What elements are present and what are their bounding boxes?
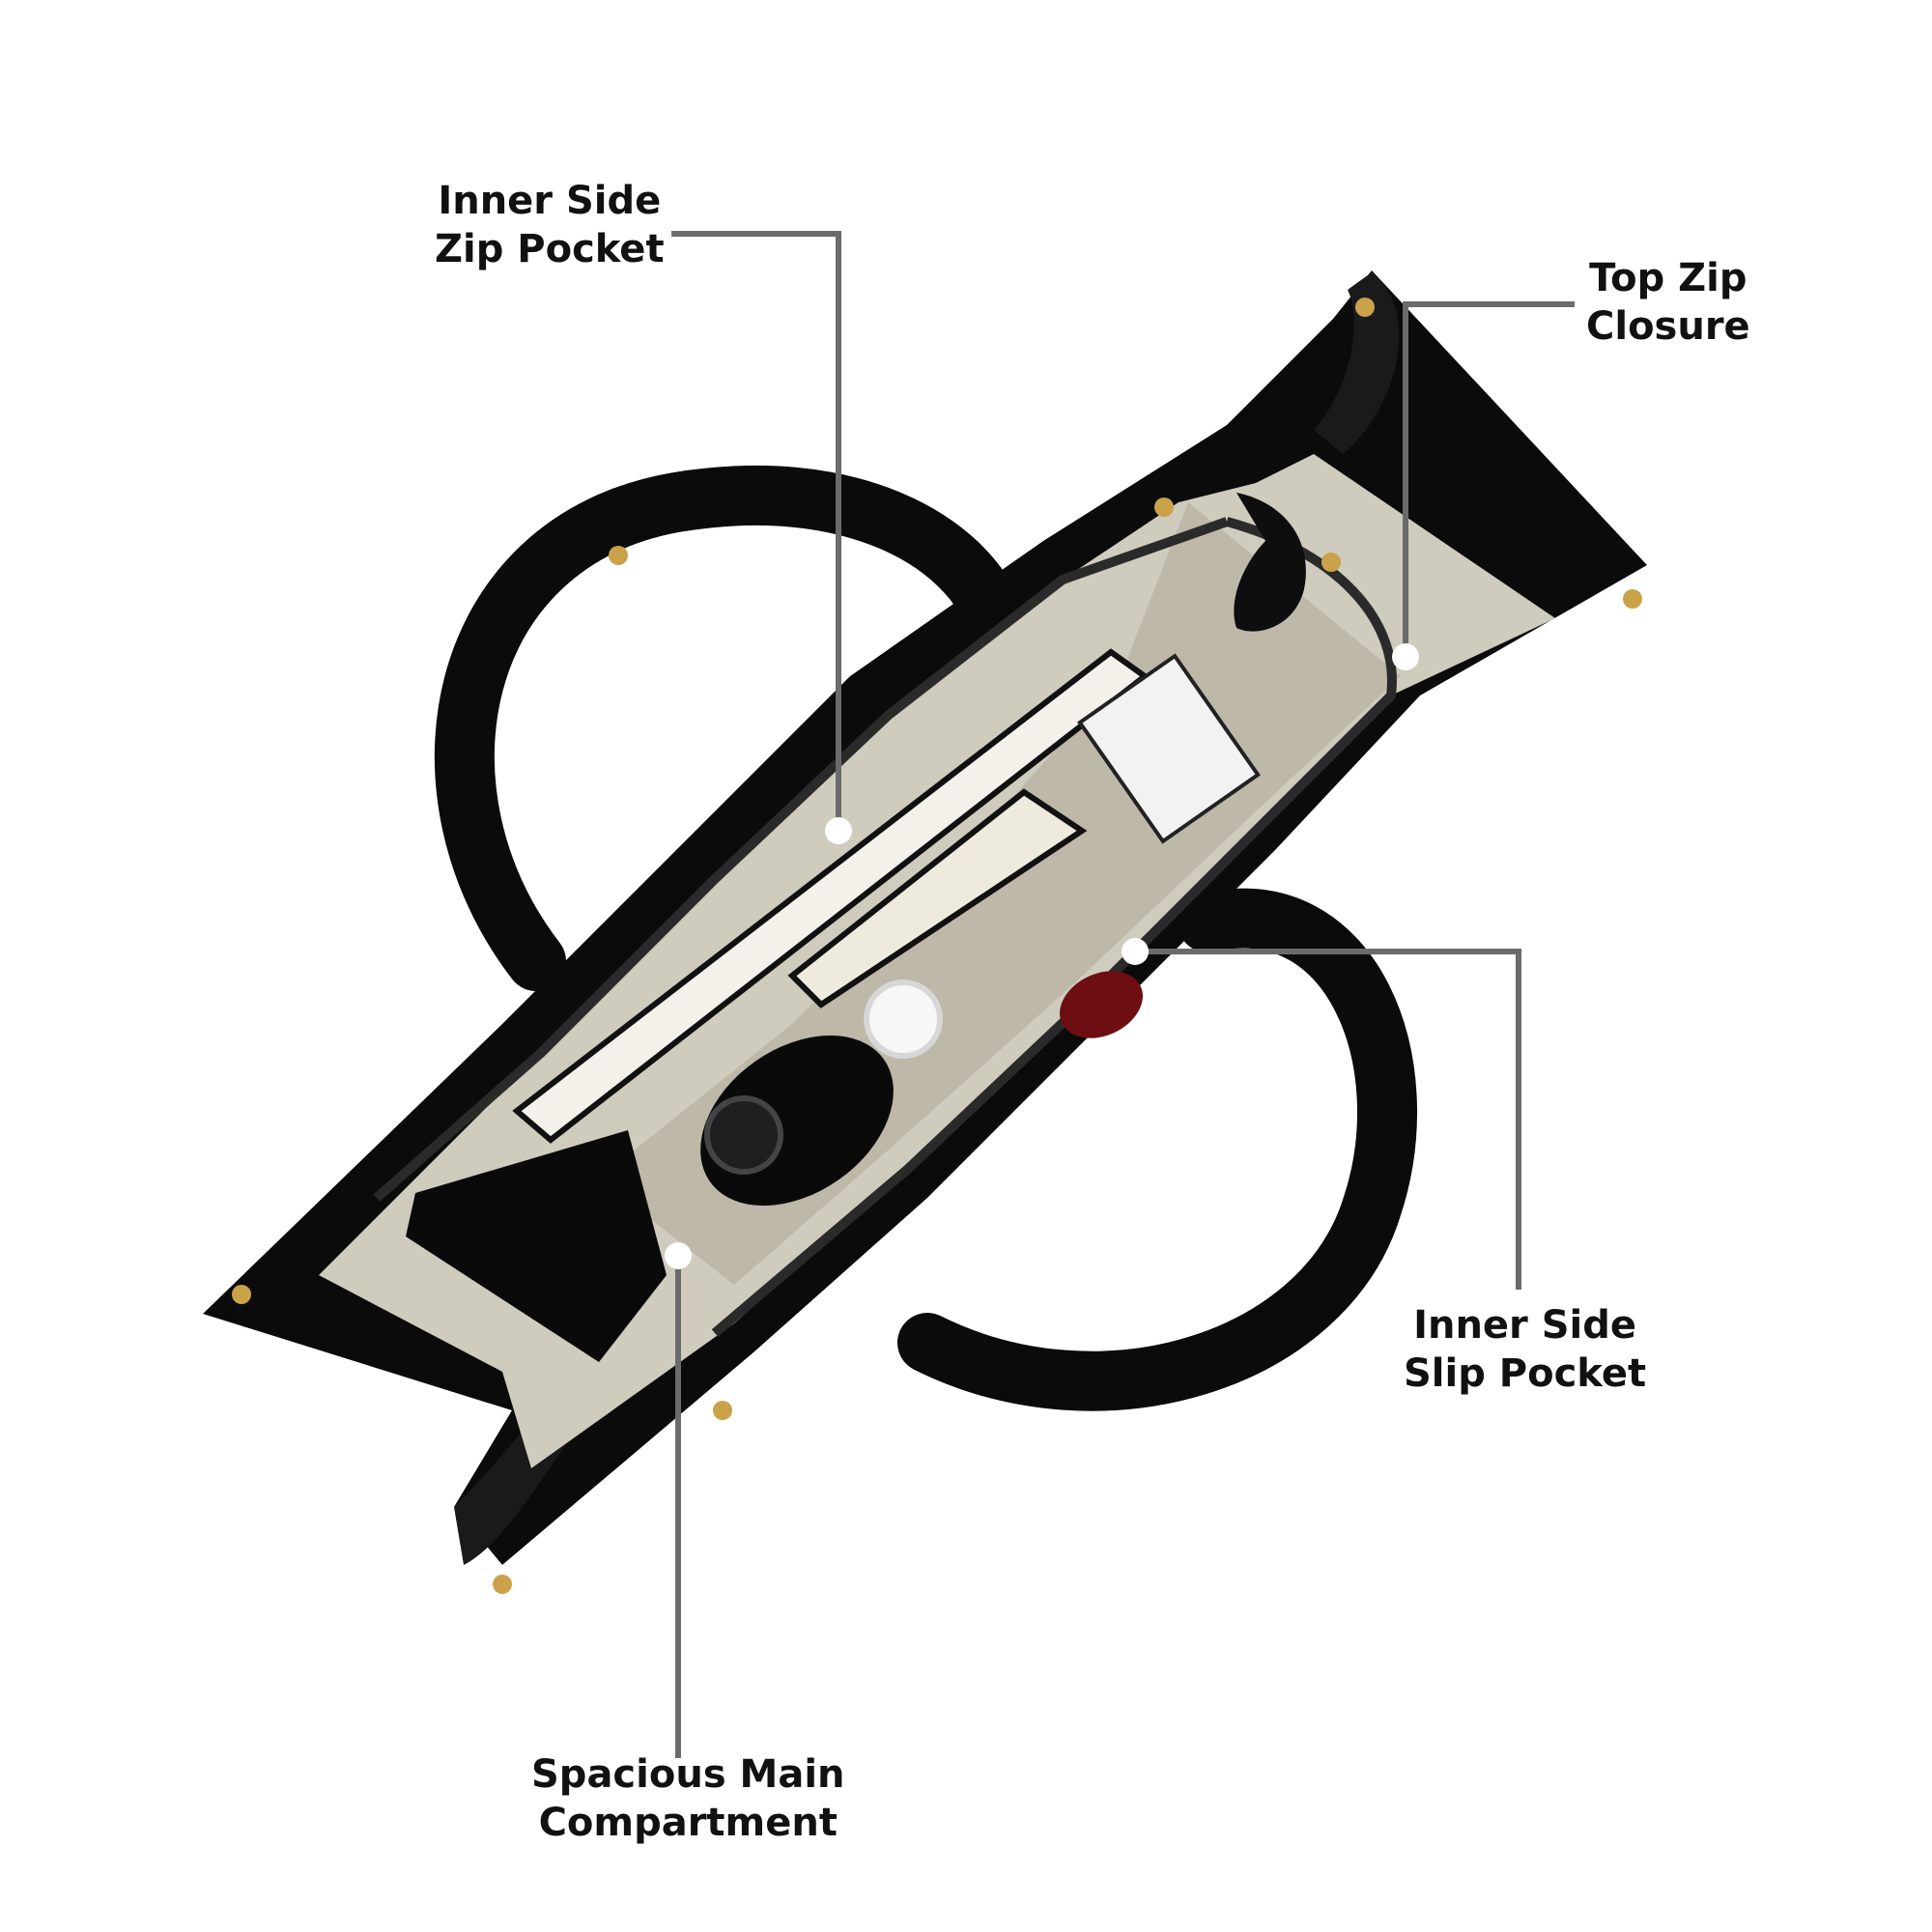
callout-line: Top Zip	[1589, 256, 1747, 300]
zip-puller-ring	[1321, 553, 1341, 572]
dark-pouch	[406, 1130, 667, 1362]
callout-line: Inner Side	[1413, 1303, 1636, 1348]
callout-spacious-main-compartment: Spacious Main Compartment	[531, 1750, 845, 1847]
callout-line: Spacious Main	[531, 1752, 845, 1797]
patterned-box	[1077, 653, 1261, 844]
hardware-stud-2	[1154, 497, 1174, 517]
bag-corner-top	[1314, 272, 1400, 454]
zip-puller	[1234, 493, 1306, 632]
callout-line: Zip Pocket	[435, 227, 665, 271]
back-handle	[434, 466, 1025, 991]
hardware-stud-5	[713, 1401, 732, 1420]
callout-inner-side-zip-pocket: Inner Side Zip Pocket	[435, 177, 665, 273]
callout-dot-inner-side-zip-pocket	[825, 817, 852, 844]
zipper-track-back	[373, 517, 1229, 1202]
callout-line: Inner Side	[438, 179, 662, 223]
callout-top-zip-closure: Top Zip Closure	[1586, 254, 1750, 351]
callout-dot-top-zip-closure	[1392, 643, 1419, 670]
leader-line-inner-side-zip-pocket	[671, 231, 841, 826]
hardware-stud-6	[232, 1285, 251, 1304]
callout-line: Slip Pocket	[1404, 1351, 1647, 1396]
callout-line: Closure	[1586, 304, 1750, 349]
leader-line-top-zip-closure	[1403, 301, 1575, 652]
hardware-stud-3	[609, 546, 628, 565]
compact-emblem	[704, 1095, 783, 1175]
callout-dot-inner-side-slip-pocket	[1122, 938, 1149, 965]
callout-dot-spacious-main-compartment	[665, 1242, 692, 1269]
callout-inner-side-slip-pocket: Inner Side Slip Pocket	[1404, 1301, 1646, 1398]
hardware-stud-4	[1623, 589, 1642, 609]
hardware-stud-7	[493, 1575, 512, 1594]
notebook-small	[787, 788, 1088, 1009]
notebook-large	[512, 648, 1151, 1144]
callout-line: Compartment	[538, 1801, 838, 1845]
lip-product	[1060, 971, 1143, 1038]
cosmetic-jar	[864, 980, 943, 1059]
hardware-stud-1	[1355, 298, 1375, 317]
leader-line-inner-side-slip-pocket	[1135, 949, 1521, 1290]
